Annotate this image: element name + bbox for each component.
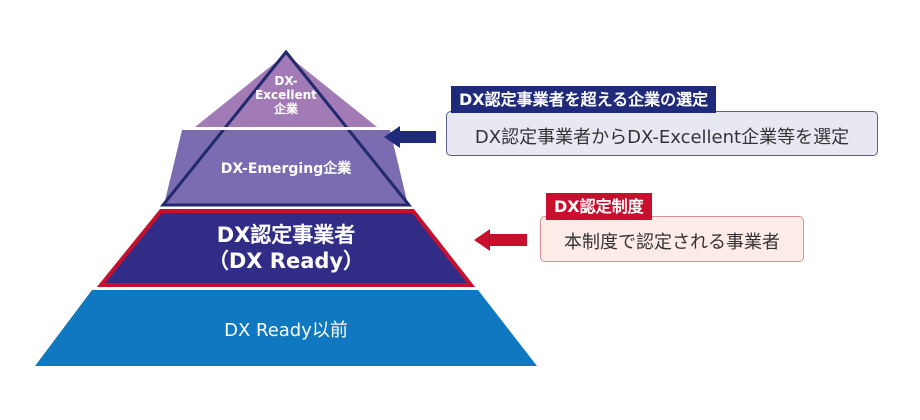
excellent-line1: DX- [274,74,298,88]
tier-certified [96,209,476,287]
tier-emerging [164,130,408,205]
tier-certified-label: DX認定事業者 （DX Ready） [161,222,411,274]
callout-certified-body: 本制度で認定される事業者 [540,216,804,262]
callout-excellent-body: DX認定事業者からDX-Excellent企業等を選定 [446,111,878,156]
tier-before-ready-label: DX Ready以前 [224,320,348,341]
certified-line1: DX認定事業者 [216,223,356,247]
callout-certified-header: DX認定制度 [546,193,652,220]
tier-emerging-label: DX-Emerging企業 [220,161,352,177]
arrow-left-blue-icon [384,126,436,148]
tier-excellent-label: DX- Excellent 企業 [236,74,336,116]
excellent-line3: 企業 [273,102,298,116]
callout-excellent-header: DX認定事業者を超える企業の選定 [451,86,717,113]
tier-before-ready [35,290,537,366]
certified-line2: （DX Ready） [207,249,365,273]
arrow-left-red-icon [474,229,527,251]
excellent-line2: Excellent [255,88,317,102]
